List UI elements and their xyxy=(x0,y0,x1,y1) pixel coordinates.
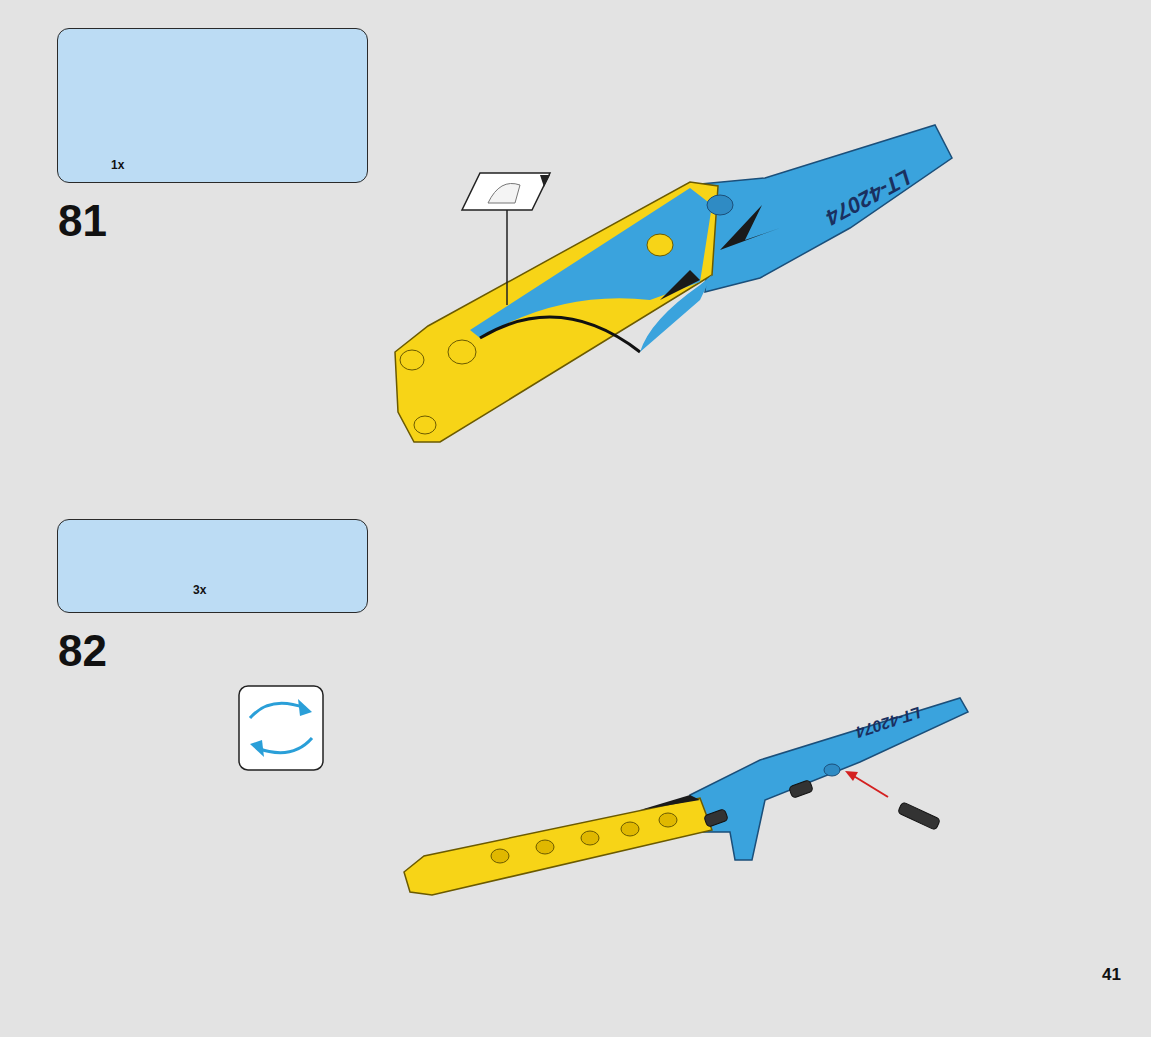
page-number: 41 xyxy=(1102,965,1121,985)
part-quantity: 1x xyxy=(111,158,124,172)
step-82-assembly xyxy=(404,698,968,895)
parts-callout-box: 3x xyxy=(57,519,368,613)
step-number: 82 xyxy=(58,626,107,676)
step-81-assembly xyxy=(395,125,952,442)
parts-callout-box: 1x xyxy=(57,28,368,183)
rotate-icon xyxy=(239,686,323,770)
pins xyxy=(704,780,814,828)
step-number: 81 xyxy=(58,196,107,246)
part-quantity: 3x xyxy=(193,583,206,597)
